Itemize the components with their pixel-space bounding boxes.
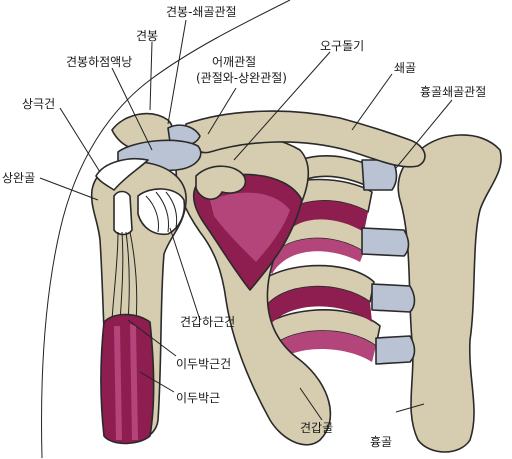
costal-cartilage-2 — [361, 227, 410, 257]
body-outline — [41, 0, 291, 459]
label-biceps-tendon: 이두박근건 — [176, 357, 231, 371]
label-subacromial-bursa: 견봉하점액낭 — [66, 55, 132, 69]
label-supraspinatus: 상극건 — [22, 97, 55, 111]
label-clavicle: 쇄골 — [394, 61, 416, 75]
costal-cartilage-4 — [375, 335, 416, 365]
label-sternoclavicular: 흉골쇄골관절 — [420, 85, 486, 99]
serratus-muscle-stripe — [210, 192, 290, 262]
label-sternum: 흉골 — [370, 435, 392, 449]
costal-cartilages — [361, 159, 416, 365]
label-humerus: 상완골 — [2, 171, 35, 185]
label-acromion: 견봉 — [136, 29, 158, 43]
label-biceps: 이두박근 — [176, 391, 220, 405]
costal-cartilage-3 — [371, 283, 416, 313]
biceps-muscle-striations — [114, 324, 138, 440]
label-shoulder-joint-detail: (관절와-상완관절) — [196, 71, 287, 85]
label-scapula: 견갑골 — [300, 421, 333, 435]
clavicle-bone — [183, 110, 426, 168]
coracoid-process — [195, 165, 247, 200]
label-coracoid: 오구돌기 — [320, 39, 364, 53]
label-acromioclavicular: 견봉-쇄골관절 — [166, 5, 237, 19]
label-group: 견봉-쇄골관절 견봉 오구돌기 견봉하점액낭 어깨관절 (관절와-상완관절) 쇄… — [2, 5, 486, 449]
sternum-bone — [397, 134, 502, 453]
subscapularis-tendon-graphic — [137, 188, 186, 236]
biceps-muscle — [100, 313, 155, 445]
biceps-tendon-graphic — [111, 190, 138, 323]
leader-lines — [39, 19, 453, 421]
label-shoulder-joint: 어깨관절 — [212, 55, 256, 69]
supraspinatus-tendon — [95, 158, 149, 191]
label-subscapularis-tendon: 견갑하근건 — [180, 315, 235, 329]
